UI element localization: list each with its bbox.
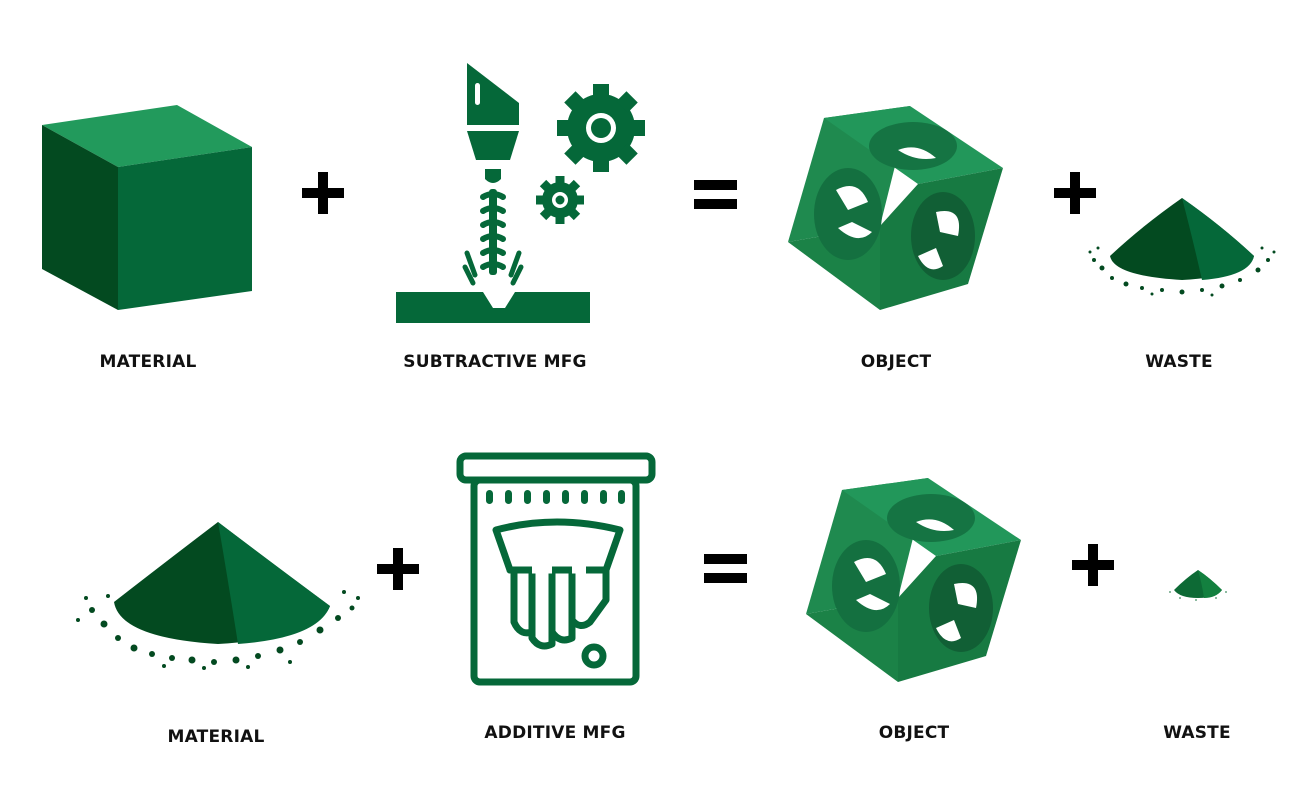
plus-operator: [1072, 544, 1116, 588]
solid-cube-icon: [42, 105, 254, 313]
waste-label: WASTE: [1145, 352, 1213, 372]
equals-operator: [694, 180, 738, 212]
plus-operator: [1054, 172, 1098, 216]
subtractive-mfg-label: SUBTRACTIVE MFG: [403, 352, 587, 372]
3d-printer-hand-icon: [456, 452, 656, 688]
large-powder-pile-icon: [68, 520, 364, 670]
object-label: OBJECT: [878, 723, 950, 743]
cnc-mill-gears-icon: [395, 63, 650, 325]
object-label: OBJECT: [860, 352, 932, 372]
plus-operator: [302, 172, 346, 216]
plus-operator: [377, 548, 421, 592]
small-powder-pile-icon: [1166, 568, 1230, 602]
waste-label: WASTE: [1163, 723, 1231, 743]
additive-mfg-label: ADDITIVE MFG: [484, 723, 626, 743]
hollow-cube-object-icon: [788, 106, 1006, 312]
material-label: MATERIAL: [99, 352, 197, 372]
equals-operator: [704, 554, 748, 586]
material-label: MATERIAL: [167, 727, 265, 747]
hollow-cube-object-icon: [806, 478, 1024, 684]
large-powder-pile-icon: [1082, 196, 1278, 298]
